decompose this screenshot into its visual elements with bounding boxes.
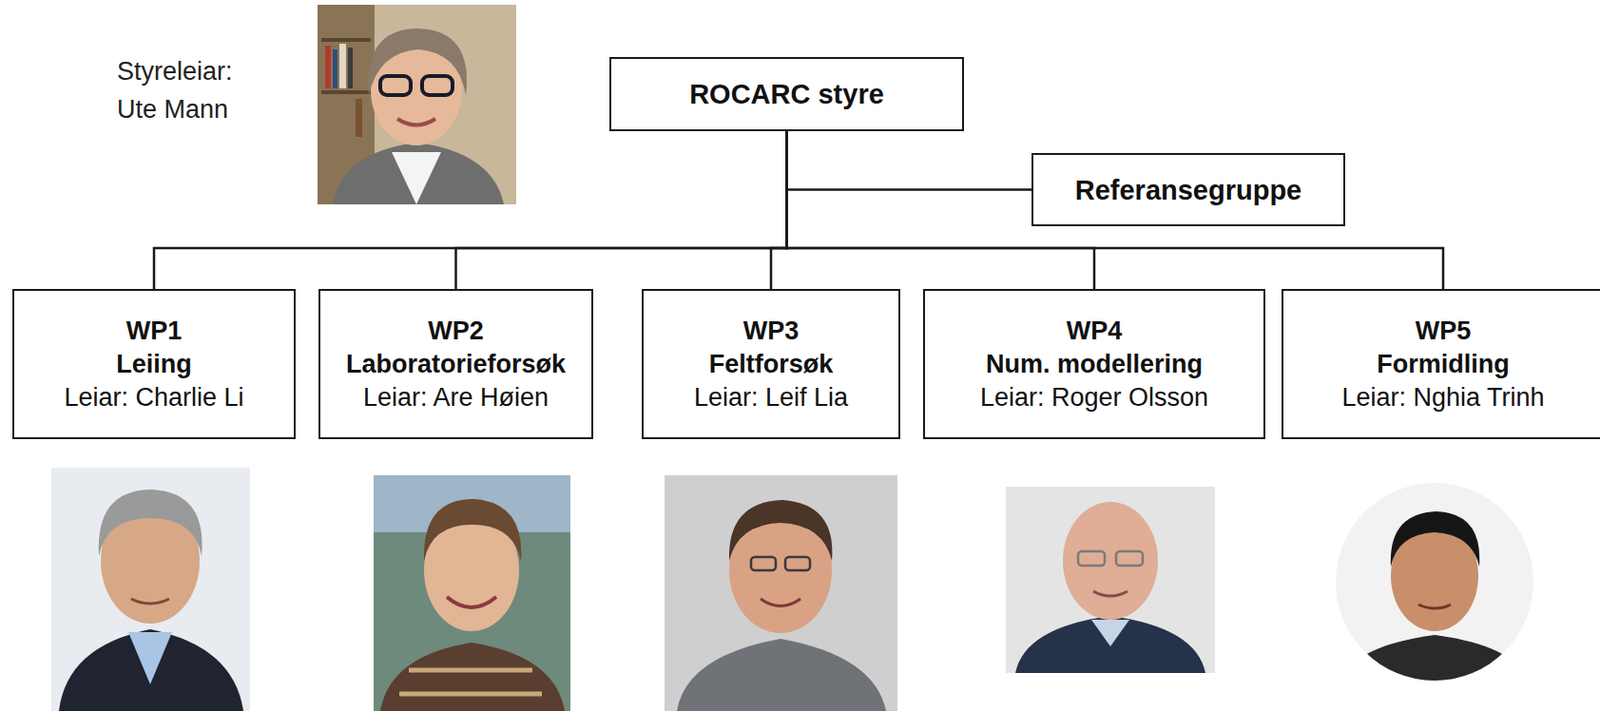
work-package-box: WP3FeltforsøkLeiar: Leif Lia (641, 289, 901, 440)
leader-name: Leiar: Leif Lia (693, 381, 849, 415)
portrait-photo (1005, 486, 1215, 674)
portrait-photo (317, 4, 517, 205)
reference-group-box: Referansegruppe (1031, 153, 1346, 227)
org-connector (456, 131, 788, 290)
org-connector (787, 131, 1445, 290)
box-title: WP3 (743, 314, 800, 348)
box-title: WP5 (1415, 314, 1472, 348)
portrait-photo (1330, 480, 1541, 690)
leader-name: Leiar: Charlie Li (63, 381, 244, 415)
box-title: WP1 (126, 314, 183, 348)
portrait-photo (373, 475, 571, 711)
box-title: WP4 (1066, 314, 1123, 348)
box-subtitle: Formidling (1376, 347, 1509, 382)
portrait-photo (664, 475, 898, 711)
portrait-photo (51, 467, 251, 711)
box-subtitle: Num. modellering (985, 347, 1203, 382)
box-title: WP2 (427, 314, 484, 348)
leader-name: Leiar: Nghia Trinh (1341, 381, 1544, 415)
work-package-box: WP5FormidlingLeiar: Nghia Trinh (1281, 289, 1600, 440)
board-box: ROCARC styre (609, 57, 964, 132)
box-title: ROCARC styre (689, 76, 885, 113)
org-connector (771, 131, 788, 290)
work-package-box: WP4Num. modelleringLeiar: Roger Olsson (923, 289, 1266, 440)
box-subtitle: Leiing (115, 347, 193, 382)
leader-name: Leiar: Are Høien (363, 381, 549, 415)
org-connector (787, 131, 1033, 191)
org-connector (154, 131, 788, 290)
chair-label: Styreleiar: Ute Mann (116, 52, 274, 129)
box-subtitle: Laboratorieforsøk (346, 347, 566, 382)
work-package-box: WP2LaboratorieforsøkLeiar: Are Høien (318, 289, 594, 440)
work-package-box: WP1LeiingLeiar: Charlie Li (12, 289, 296, 440)
box-title: Referansegruppe (1075, 172, 1303, 209)
leader-name: Leiar: Roger Olsson (980, 381, 1209, 415)
box-subtitle: Feltforsøk (709, 347, 834, 382)
